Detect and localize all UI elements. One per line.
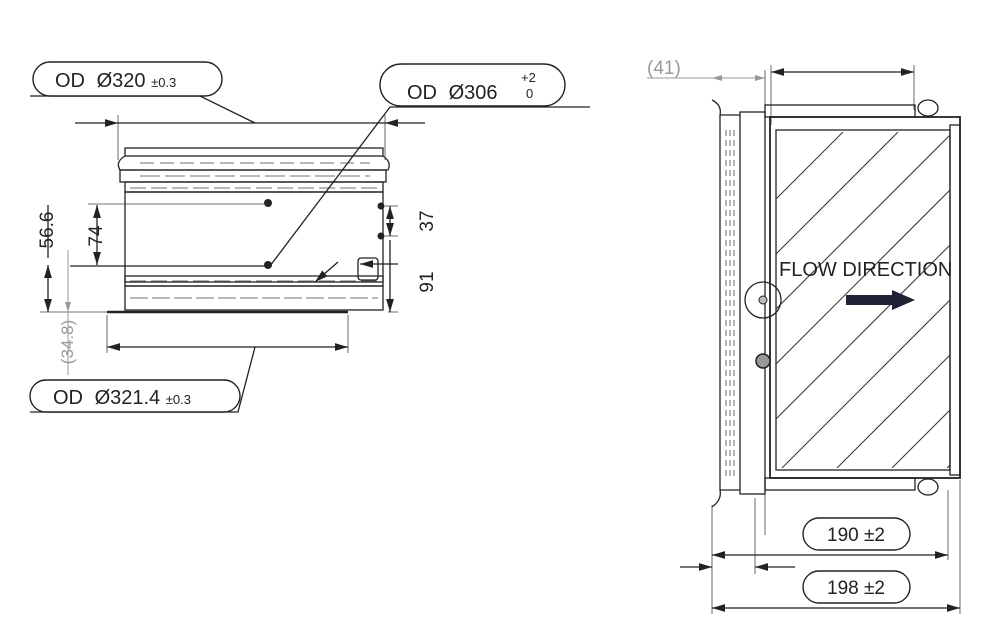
part-body-side	[107, 147, 390, 314]
svg-text:0: 0	[526, 86, 533, 101]
hatch-pattern	[776, 132, 950, 468]
dim-56-6: 56.6	[37, 212, 58, 249]
flow-arrow-icon	[846, 290, 915, 310]
svg-text:OD Ø320 ±0.3: OD Ø320 ±0.3	[55, 70, 176, 92]
svg-text:OD Ø306: OD Ø306	[407, 82, 498, 104]
flow-direction-label: FLOW DIRECTION	[779, 259, 952, 281]
callout-length-198: 198 ±2	[802, 570, 911, 604]
dim-37: 37	[417, 210, 438, 231]
dim-91: 91	[417, 271, 438, 292]
dim-34-8: (34.8)	[58, 320, 77, 364]
svg-text:+2: +2	[521, 70, 536, 85]
dim-41: (41)	[647, 58, 681, 79]
mount-hole-icon	[377, 232, 385, 240]
callout-od-306: OD Ø306 +2 0	[379, 63, 566, 107]
svg-text:198 ±2: 198 ±2	[827, 578, 885, 599]
mount-hole-icon	[264, 199, 272, 207]
mount-hole-icon	[377, 202, 385, 210]
callout-od-320: OD Ø320 ±0.3	[32, 61, 223, 97]
left-view: OD Ø320 ±0.3 OD Ø306 +2 0 74 56.6 (34.8)…	[29, 61, 590, 413]
callout-od-321-4: OD Ø321.4 ±0.3	[29, 379, 241, 413]
callout-length-190: 190 ±2	[802, 517, 911, 551]
svg-text:190 ±2: 190 ±2	[827, 525, 885, 546]
dim-74: 74	[86, 225, 107, 247]
mount-hole-icon	[264, 261, 272, 269]
right-view: (41)	[647, 58, 961, 614]
svg-text:OD Ø321.4 ±0.3: OD Ø321.4 ±0.3	[53, 387, 191, 409]
